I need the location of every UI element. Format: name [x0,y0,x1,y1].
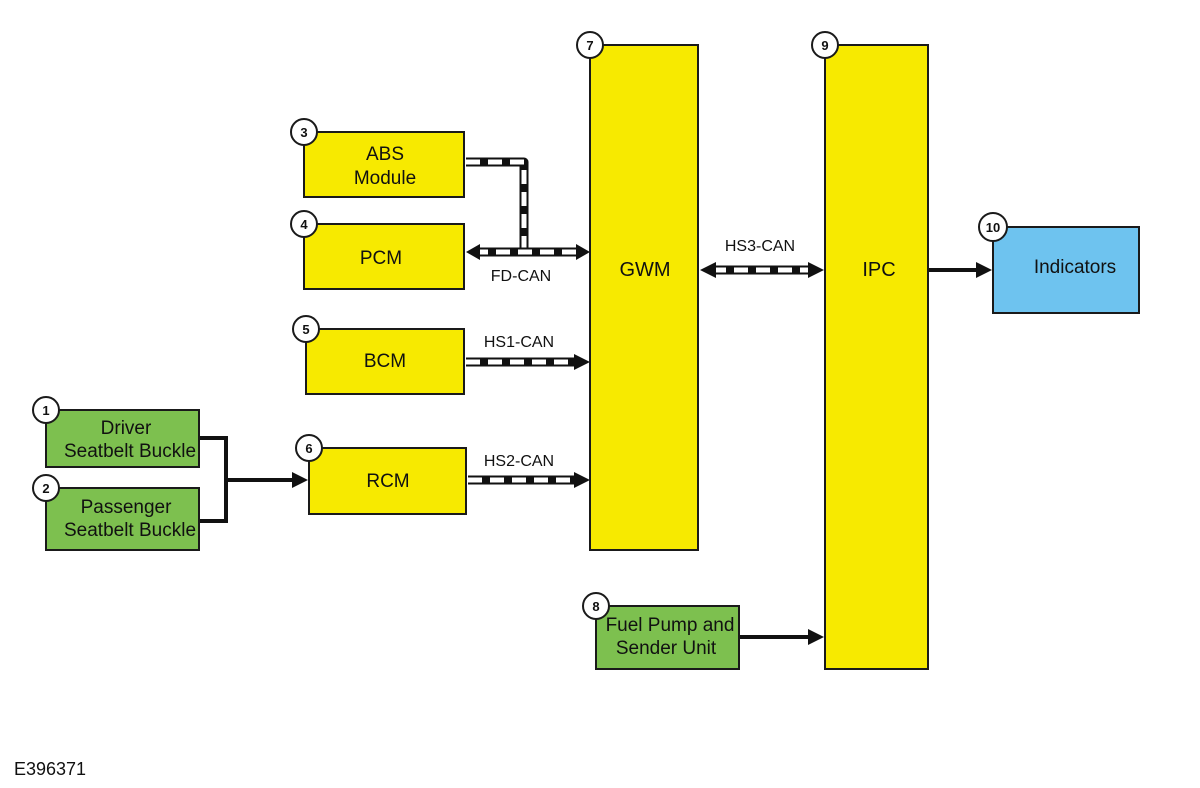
passenger-seatbelt-buckle-module: Passenger Seatbelt Buckle 2 [32,474,200,551]
fuel-pump-sender-module: Fuel Pump and Sender Unit 8 [582,592,740,670]
callout-7: 7 [586,38,593,53]
driver-seatbelt-buckle-module: Driver Seatbelt Buckle 1 [32,396,200,468]
fd-can-bus-link [466,157,590,260]
fd-can-label: FD-CAN [491,268,551,285]
ipc-label: IPC [862,259,895,281]
hs3-can-label: HS3-CAN [725,238,795,255]
fuel-pump-line1: Fuel Pump and [606,615,735,636]
hs2-can-bus-link [468,472,590,488]
callout-1: 1 [42,403,49,418]
rcm-module: RCM 6 [295,434,467,515]
hs1-can-label: HS1-CAN [484,334,554,351]
abs-line2: Module [354,168,416,189]
passenger-buckle-line1: Passenger [81,497,173,518]
callout-3: 3 [300,125,307,140]
hs3-can-bus-link [700,262,824,278]
indicators-module: Indicators 10 [978,212,1140,314]
fuel-pump-line2: Sender Unit [616,638,717,659]
buckle-hardwire-link [199,436,308,523]
abs-module: ABS Module 3 [290,118,465,198]
callout-2: 2 [42,481,49,496]
callout-8: 8 [592,599,599,614]
passenger-buckle-line2: Seatbelt Buckle [64,520,196,541]
bcm-label: BCM [364,351,406,372]
callout-5: 5 [302,322,309,337]
gwm-label: GWM [619,259,670,281]
ipc-indicators-link [929,262,992,278]
callout-9: 9 [821,38,828,53]
ipc-module: IPC 9 [811,31,929,670]
callout-4: 4 [300,217,308,232]
gwm-module: GWM 7 [576,31,699,551]
fuel-pump-hardwire-link [740,629,824,645]
indicators-label: Indicators [1034,257,1116,278]
pcm-module: PCM 4 [290,210,465,290]
pcm-label: PCM [360,248,402,269]
bcm-module: BCM 5 [292,315,465,395]
rcm-label: RCM [366,471,409,492]
hs2-can-label: HS2-CAN [484,453,554,470]
callout-10: 10 [986,220,1000,235]
callout-6: 6 [305,441,312,456]
hs1-can-bus-link [466,354,590,370]
driver-buckle-line1: Driver [101,418,152,439]
abs-line1: ABS [366,144,404,165]
figure-reference: E396371 [14,759,86,779]
driver-buckle-line2: Seatbelt Buckle [64,441,196,462]
